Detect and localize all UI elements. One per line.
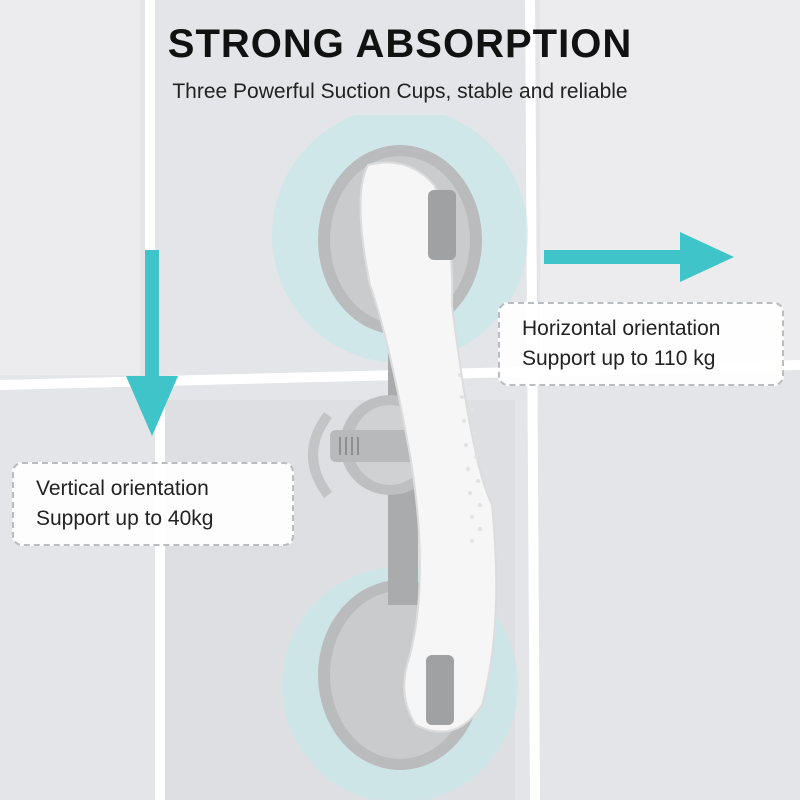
page-title: STRONG ABSORPTION xyxy=(167,22,633,66)
arrow-down-icon xyxy=(126,250,178,436)
horizontal-orientation-callout: Horizontal orientation Support up to 110… xyxy=(498,302,784,386)
page-subtitle: Three Powerful Suction Cups, stable and … xyxy=(172,80,628,103)
arrow-right-icon xyxy=(544,232,734,282)
vertical-support-label: Support up to 40kg xyxy=(36,507,214,530)
suction-grab-bar xyxy=(272,115,528,800)
horizontal-orientation-label: Horizontal orientation xyxy=(522,317,721,340)
vertical-orientation-label: Vertical orientation xyxy=(36,477,209,500)
vertical-orientation-callout: Vertical orientation Support up to 40kg xyxy=(12,462,294,546)
horizontal-support-label: Support up to 110 kg xyxy=(522,347,716,370)
